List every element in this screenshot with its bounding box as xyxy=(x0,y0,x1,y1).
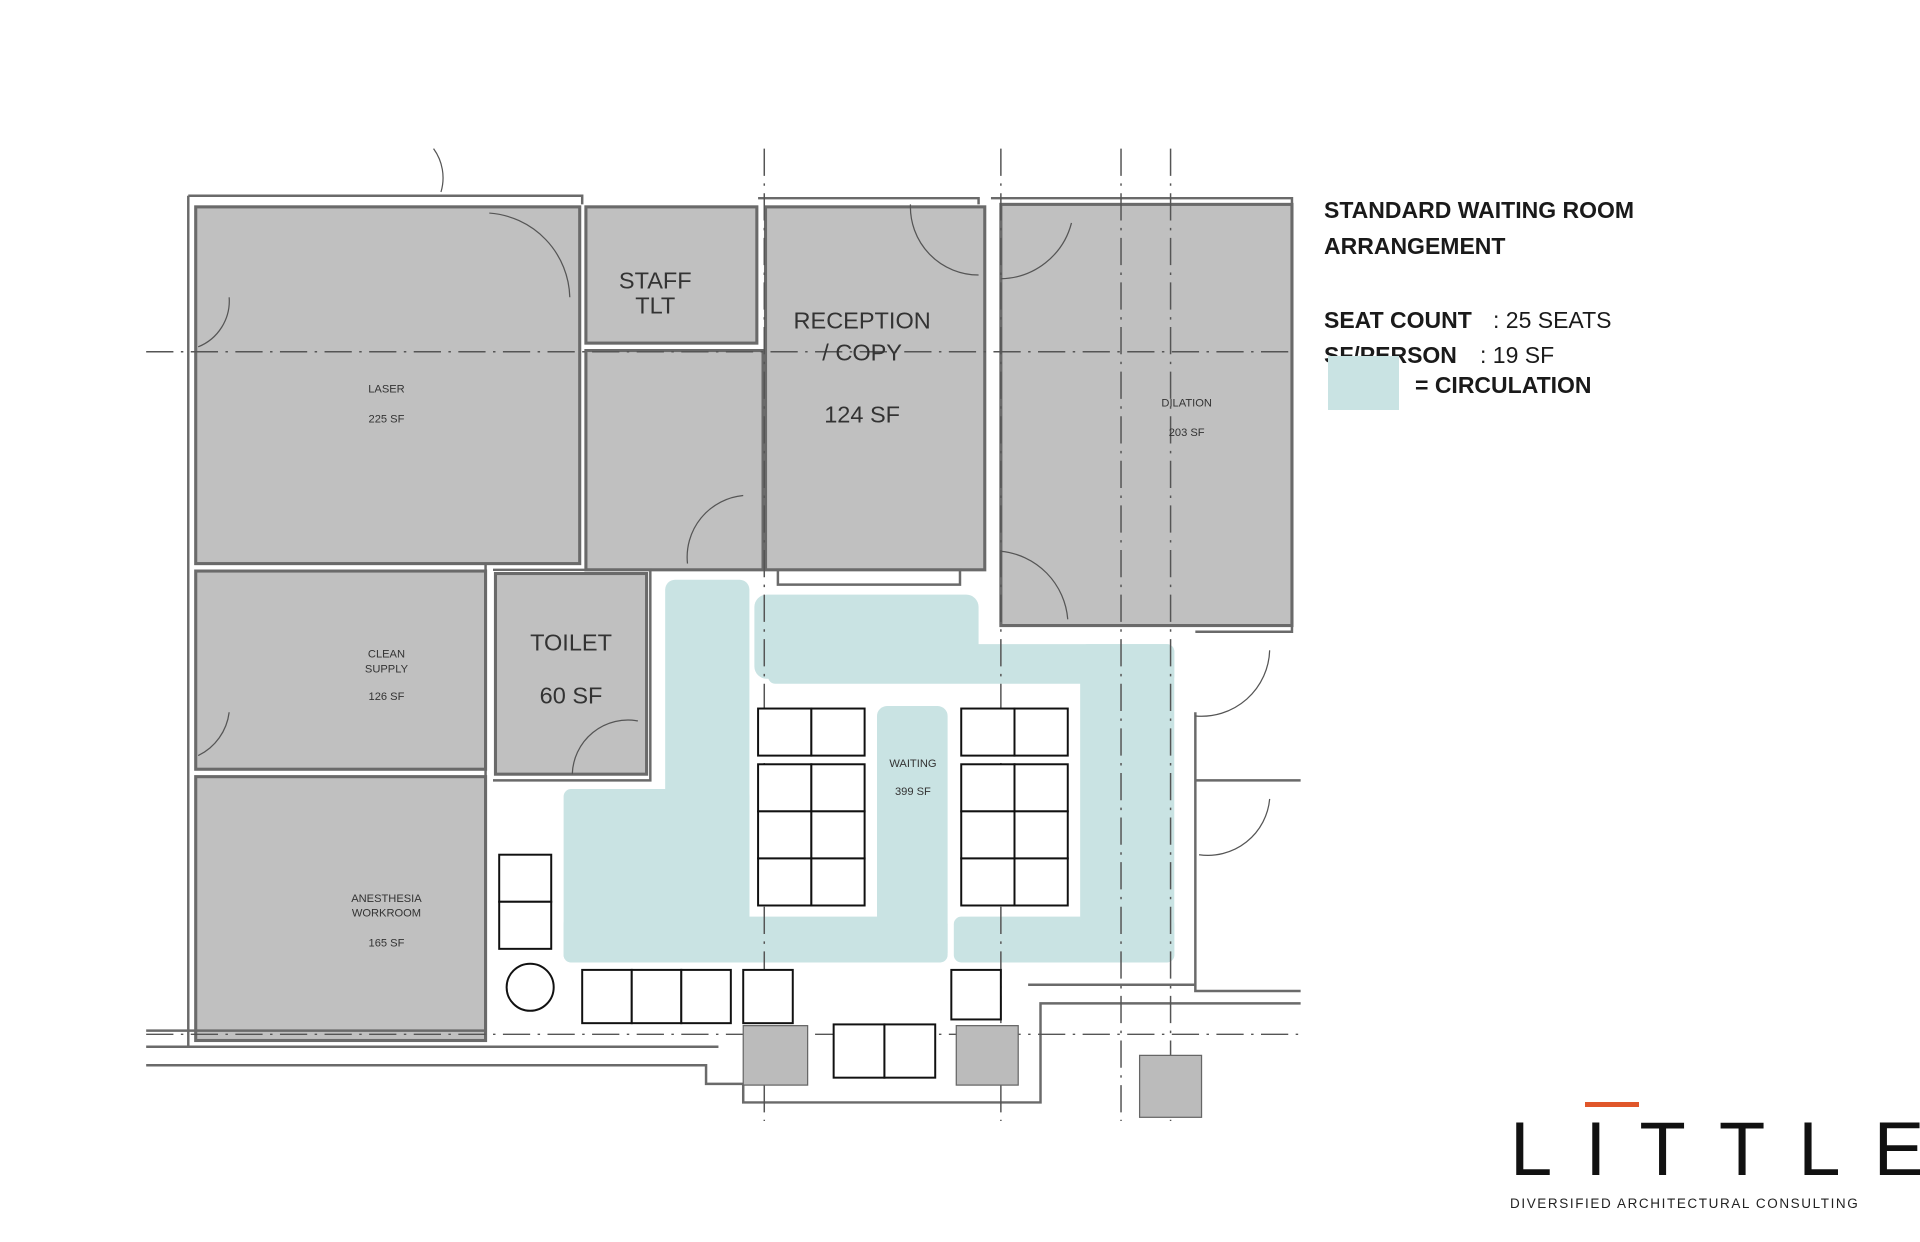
chair xyxy=(1013,857,1069,907)
side-table xyxy=(505,962,555,1012)
seat-count-value: : 25 SEATS xyxy=(1493,307,1611,333)
logo-letter: L xyxy=(1798,1107,1874,1192)
room-clean-supply xyxy=(194,569,488,771)
chair xyxy=(757,707,813,757)
room-corridor xyxy=(584,349,765,572)
grid-lines xyxy=(146,148,1301,1122)
room-name-laser: LASER xyxy=(368,384,404,396)
logo-letter: T xyxy=(1718,1107,1799,1192)
circulation-legend-label: = CIRCULATION xyxy=(1415,372,1592,398)
logo-letter: T xyxy=(1639,1107,1719,1192)
legend-title-line2: ARRANGEMENT xyxy=(1324,233,1505,259)
room-name-clean: CLEAN xyxy=(368,649,405,661)
chair xyxy=(757,810,813,860)
column xyxy=(955,1025,1019,1086)
chair xyxy=(810,857,866,907)
chair xyxy=(810,707,866,757)
room-name-staff: STAFF xyxy=(619,268,692,294)
chair xyxy=(581,968,633,1025)
room-name-copy: / COPY xyxy=(822,339,902,365)
chair xyxy=(1013,810,1069,860)
room-reception xyxy=(763,205,987,572)
circulation-zone xyxy=(563,916,948,963)
room-area-clean-supply: 126 SF xyxy=(369,691,405,703)
room-area-toilet: 60 SF xyxy=(540,683,603,709)
chair xyxy=(883,1023,937,1079)
column xyxy=(742,1025,809,1086)
room-name-waiting: WAITING xyxy=(889,758,936,770)
seat-count-label: SEAT COUNT xyxy=(1324,307,1472,333)
room-name-reception: RECEPTION xyxy=(794,307,931,333)
logo-letter: L xyxy=(1510,1107,1586,1192)
chair xyxy=(810,763,866,813)
room-area-waiting: 399 SF xyxy=(895,786,931,798)
little-logo: LITTLE DIVERSIFIED ARCHITECTURAL CONSULT… xyxy=(1510,1102,1920,1211)
logo-letter: I xyxy=(1585,1102,1640,1192)
room-anesthesia-workroom xyxy=(194,775,488,1043)
room-name-toilet: TOILET xyxy=(530,629,612,655)
chair xyxy=(757,857,813,907)
column xyxy=(1138,1054,1203,1118)
room-toilet xyxy=(493,571,649,776)
room-name-tlt: TLT xyxy=(635,292,675,318)
room-name-dilation: DILATION xyxy=(1161,397,1211,409)
circulation-swatch xyxy=(1328,356,1399,410)
room-area-anesthesia: 165 SF xyxy=(369,937,405,949)
circulation-zone xyxy=(1080,644,1175,963)
chair xyxy=(498,900,553,950)
circulation-zone xyxy=(953,916,1175,963)
room-name-workroom: WORKROOM xyxy=(352,908,421,920)
room-area-reception: 124 SF xyxy=(824,401,900,427)
room-dilation xyxy=(999,202,1294,628)
chair xyxy=(810,810,866,860)
chair xyxy=(630,968,683,1025)
room-laser xyxy=(194,205,582,566)
sf-person-value: : 19 SF xyxy=(1480,342,1554,368)
seating xyxy=(498,707,1069,1079)
room-area-dilation: 203 SF xyxy=(1169,427,1205,439)
logo-letter: E xyxy=(1874,1107,1920,1192)
chair xyxy=(742,968,794,1025)
chair xyxy=(960,810,1016,860)
chair xyxy=(960,857,1016,907)
circulation-zone xyxy=(767,644,1175,684)
chair xyxy=(498,853,553,903)
chair xyxy=(832,1023,886,1079)
circulation-zones xyxy=(563,579,1175,963)
chair xyxy=(1013,707,1069,757)
logo-wordmark: LITTLE xyxy=(1510,1102,1920,1192)
chair xyxy=(1013,763,1069,813)
chair xyxy=(960,707,1016,757)
legend-title-line1: STANDARD WAITING ROOM xyxy=(1324,197,1634,223)
chair xyxy=(960,763,1016,813)
logo-tagline: DIVERSIFIED ARCHITECTURAL CONSULTING xyxy=(1510,1196,1860,1211)
room-staff-toilet xyxy=(584,205,759,345)
room-area-laser: 225 SF xyxy=(369,413,405,425)
room-name-anesthesia: ANESTHESIA xyxy=(351,893,422,905)
circulation-zone xyxy=(876,706,948,963)
chair xyxy=(950,968,1002,1021)
room-name-supply: SUPPLY xyxy=(365,664,409,676)
walls xyxy=(146,148,1301,1104)
chair xyxy=(757,763,813,813)
chair xyxy=(680,968,732,1025)
